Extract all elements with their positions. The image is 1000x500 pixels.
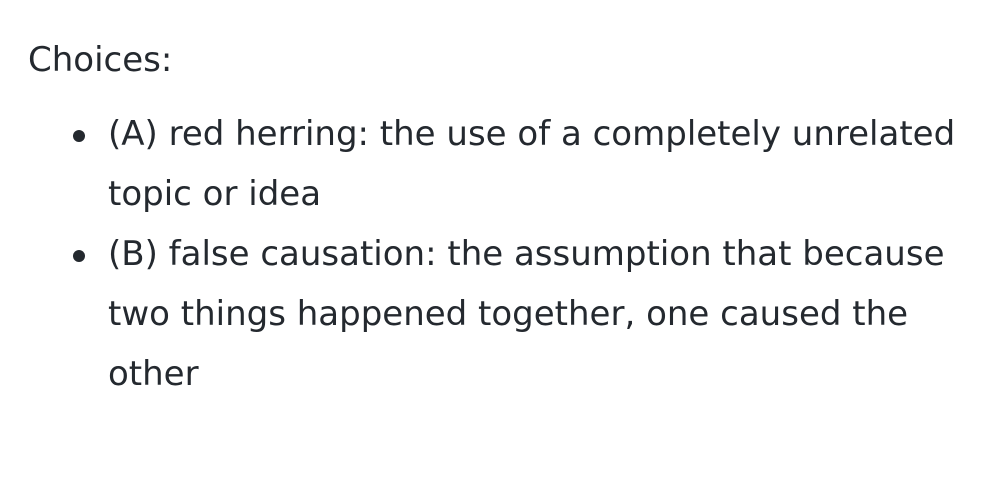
choice-text: (A) red herring: the use of a completely… [108,114,956,214]
choice-item-a: (A) red herring: the use of a completely… [73,104,978,224]
bullet-icon [73,250,85,262]
choices-heading: Choices: [28,40,173,80]
choices-section: Choices: (A) red herring: the use of a c… [28,32,978,404]
choices-list: (A) red herring: the use of a completely… [28,104,978,404]
choice-text: (B) false causation: the assumption that… [108,234,945,394]
choice-item-b: (B) false causation: the assumption that… [73,224,978,404]
bullet-icon [73,130,85,142]
